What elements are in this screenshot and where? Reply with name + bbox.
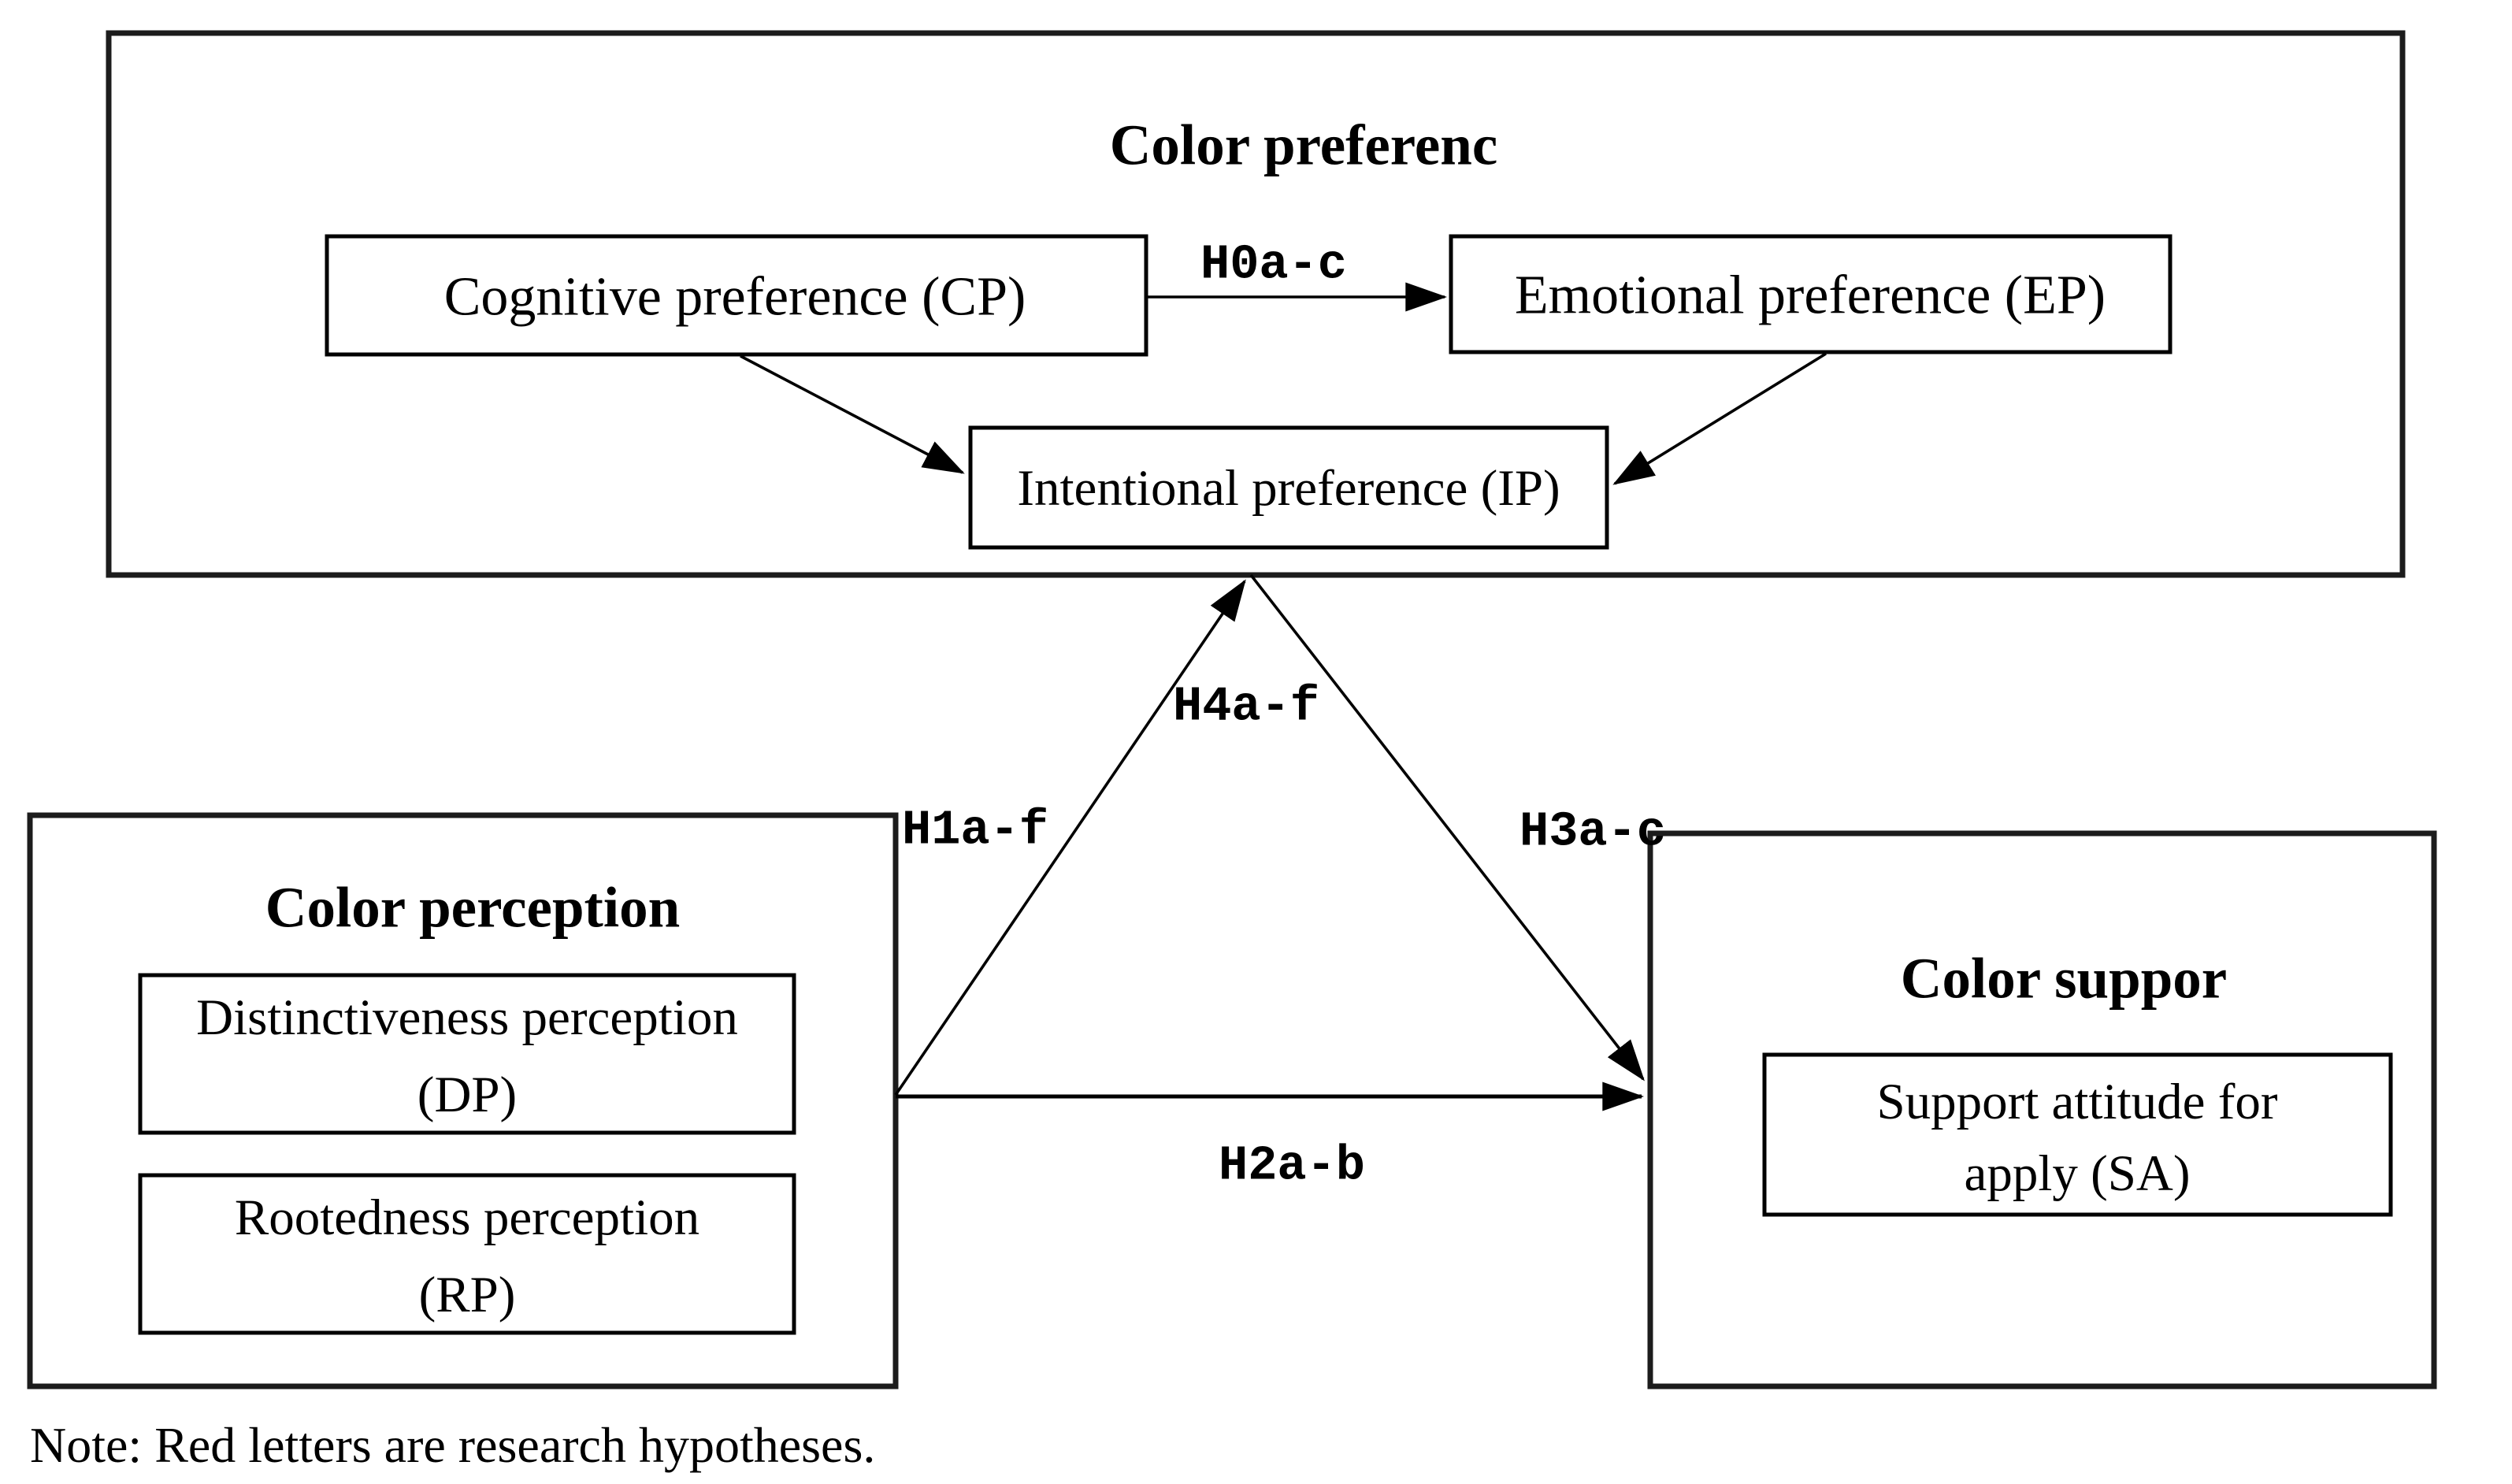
note-text: Note: Red letters are research hypothese… xyxy=(30,1417,875,1473)
support-attitude-box xyxy=(1762,1052,2393,1217)
rootedness-perception-box xyxy=(138,1173,796,1335)
distinctiveness-perception-label-line1: Distinctiveness perception xyxy=(196,989,738,1046)
hypothesis-h0-label: H0a-c xyxy=(1200,237,1347,293)
emotional-preference-box xyxy=(1449,234,2172,354)
hypothesis-h4-label: H4a-f xyxy=(1173,679,1319,735)
hypothesis-h1-label: H1a-f xyxy=(902,803,1048,859)
intentional-preference-label: Intentional preference (IP) xyxy=(1017,460,1560,517)
support-group-title: Color suppor xyxy=(1901,947,2227,1011)
cognitive-preference-label: Cognitive preference (CP) xyxy=(444,267,1026,328)
arrow-preference-to-support xyxy=(1249,573,1645,1081)
emotional-preference-label: Emotional preference (EP) xyxy=(1515,265,2106,326)
intentional-preference-box xyxy=(968,425,1609,550)
perception-group-title: Color perception xyxy=(265,876,681,940)
arrow-perception-to-preference xyxy=(894,579,1246,1096)
distinctiveness-perception-label-line2: (DP) xyxy=(417,1067,517,1123)
support-attitude-label-line2: apply (SA) xyxy=(1964,1145,2190,1202)
hypothesis-h2-label: H2a-b xyxy=(1219,1138,1365,1194)
cognitive-preference-box xyxy=(325,234,1148,357)
distinctiveness-perception-box xyxy=(138,973,796,1135)
arrow-ep-to-ip xyxy=(1612,352,1827,485)
rootedness-perception-label-line2: (RP) xyxy=(419,1267,516,1323)
support-attitude-label-line1: Support attitude for xyxy=(1876,1074,2277,1130)
hypothesis-h3-label: H3a-c xyxy=(1519,804,1666,860)
arrow-cp-to-ip xyxy=(740,354,965,474)
rootedness-perception-label-line1: Rootedness perception xyxy=(235,1189,699,1246)
preference-group-title: Color preferenc xyxy=(1110,113,1498,177)
